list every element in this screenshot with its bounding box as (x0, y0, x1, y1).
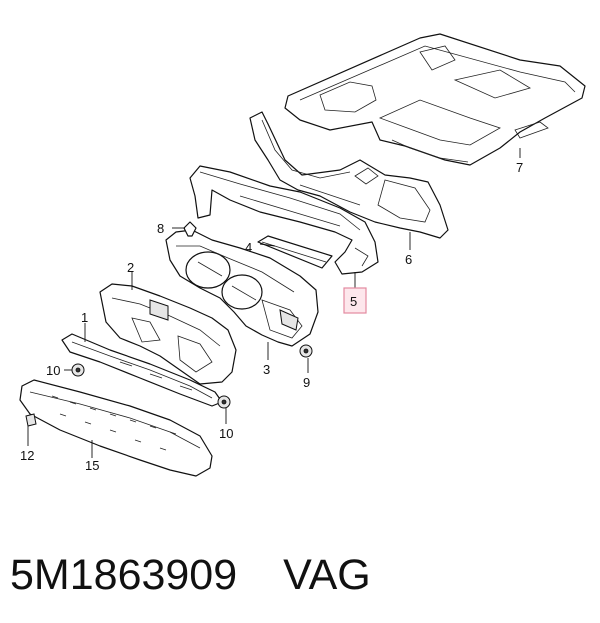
part-number-caption: 5M1863909 VAG (10, 540, 371, 610)
callout-9: 9 (303, 375, 310, 390)
exploded-parts-diagram: 7 6 5 4 3 9 8 2 1 10 10 12 15 (19, 33, 586, 477)
callout-4: 4 (245, 240, 252, 255)
callout-5: 5 (350, 294, 357, 309)
brand-label: VAG (283, 551, 371, 599)
callout-1: 1 (81, 310, 88, 325)
part-7-floor-carpet (284, 33, 586, 166)
callout-6: 6 (405, 252, 412, 267)
part-10-nut-right (217, 395, 231, 409)
part-12-clip (25, 413, 37, 427)
part-8-clip (183, 221, 197, 237)
part-6-duct-panel (249, 111, 449, 239)
part-number: 5M1863909 (10, 551, 238, 599)
callout-15: 15 (85, 458, 99, 473)
callout-7: 7 (516, 160, 523, 175)
callout-8: 8 (157, 221, 164, 236)
part-2-insulation-shield (99, 283, 237, 385)
callout-10-left: 10 (46, 363, 60, 378)
callout-10-right: 10 (219, 426, 233, 441)
part-9-clip (299, 344, 313, 358)
callout-2: 2 (127, 260, 134, 275)
part-15-insulation-mat (19, 379, 213, 477)
callout-3: 3 (263, 362, 270, 377)
part-10-nut-left (71, 363, 85, 377)
part-5-bulkhead-beam (189, 165, 379, 275)
part-3-dash-insulation (165, 229, 319, 347)
leader-lines (27, 148, 521, 458)
callout-12: 12 (20, 448, 34, 463)
highlight-box-callout-5 (343, 287, 367, 314)
